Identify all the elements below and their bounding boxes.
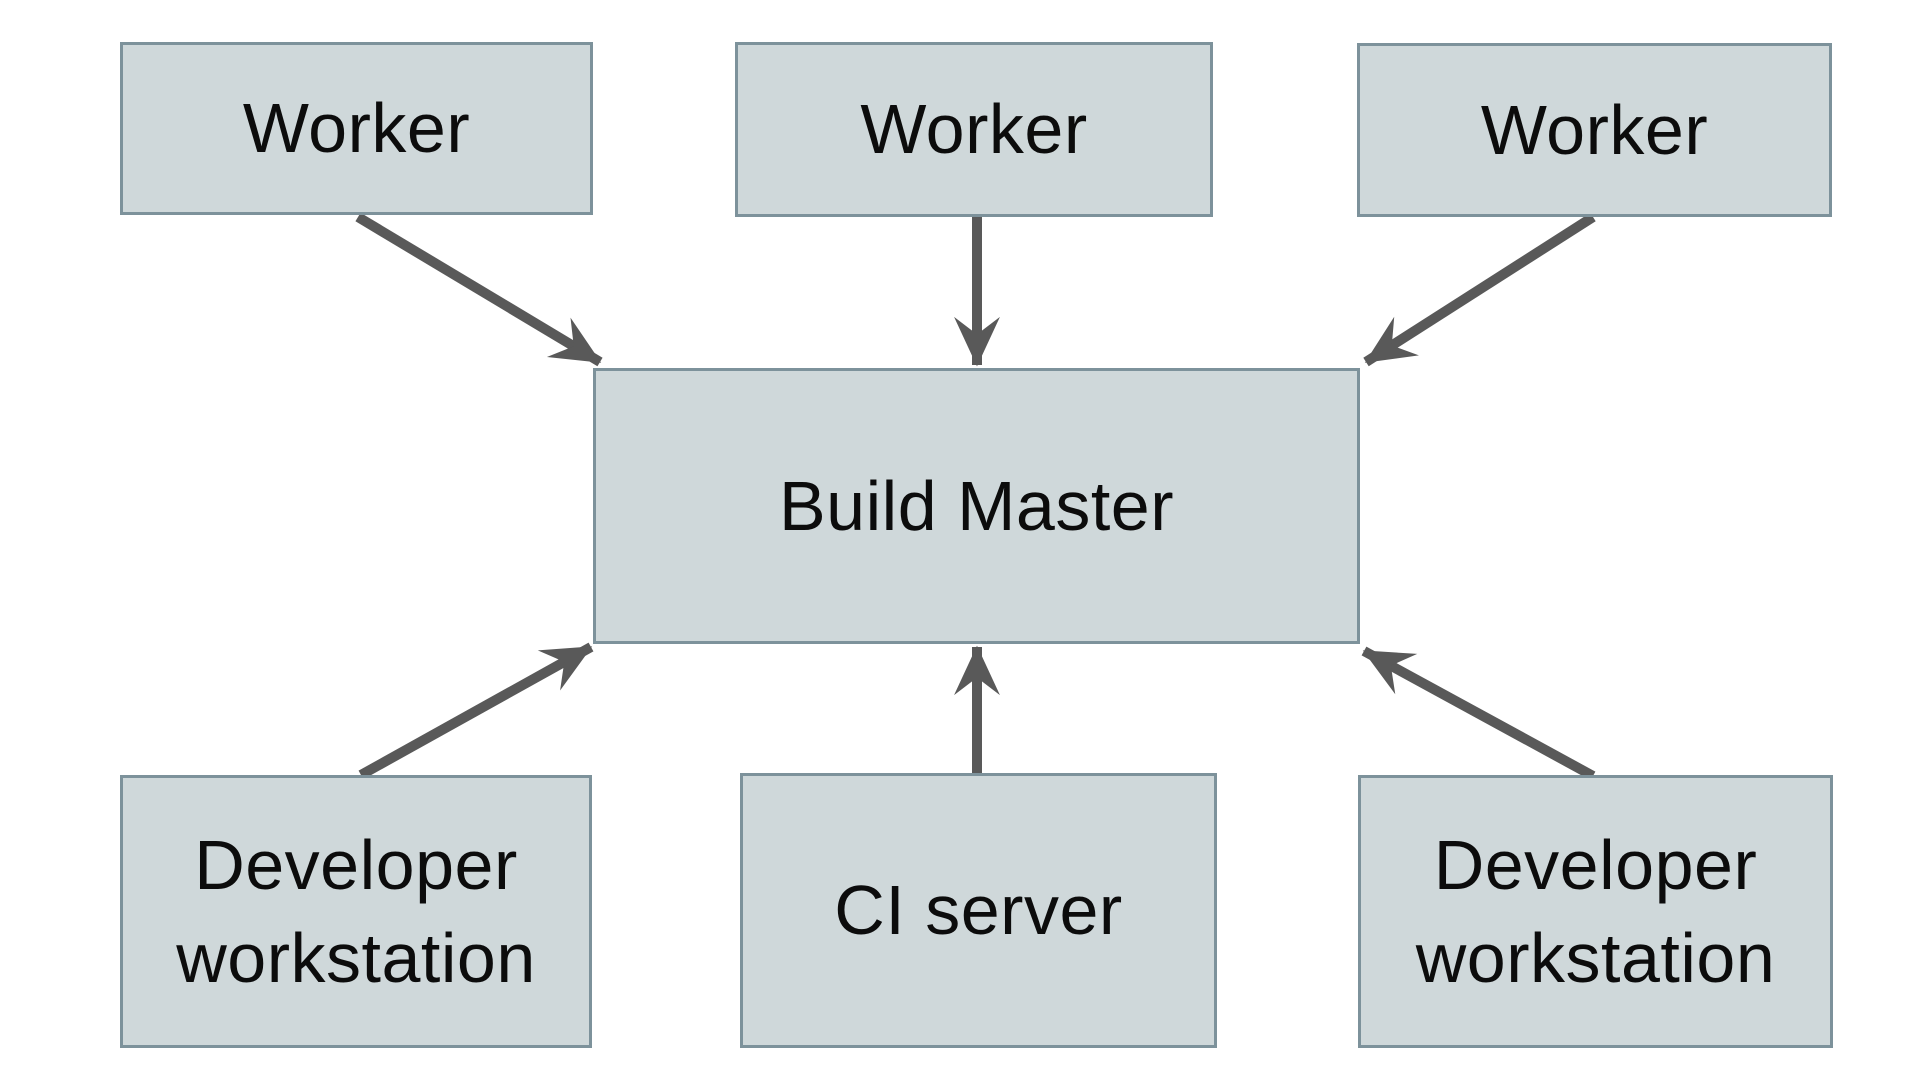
node-dev-workstation-2: Developer workstation [1358, 775, 1833, 1048]
node-worker-3: Worker [1357, 43, 1832, 217]
node-dev-workstation-1: Developer workstation [120, 775, 592, 1048]
node-worker-2: Worker [735, 42, 1213, 217]
node-ci-server: CI server [740, 773, 1217, 1048]
node-label-dev-workstation-2: Developer workstation [1415, 826, 1776, 997]
node-worker-1: Worker [120, 42, 593, 215]
node-label-build-master: Build Master [778, 466, 1175, 545]
node-label-worker-1: Worker [242, 89, 471, 168]
node-label-ci-server: CI server [834, 871, 1123, 950]
node-label-dev-workstation-1: Developer workstation [176, 826, 536, 997]
node-label-worker-2: Worker [860, 90, 1088, 169]
node-build-master: Build Master [593, 368, 1360, 644]
node-label-worker-3: Worker [1480, 90, 1709, 169]
